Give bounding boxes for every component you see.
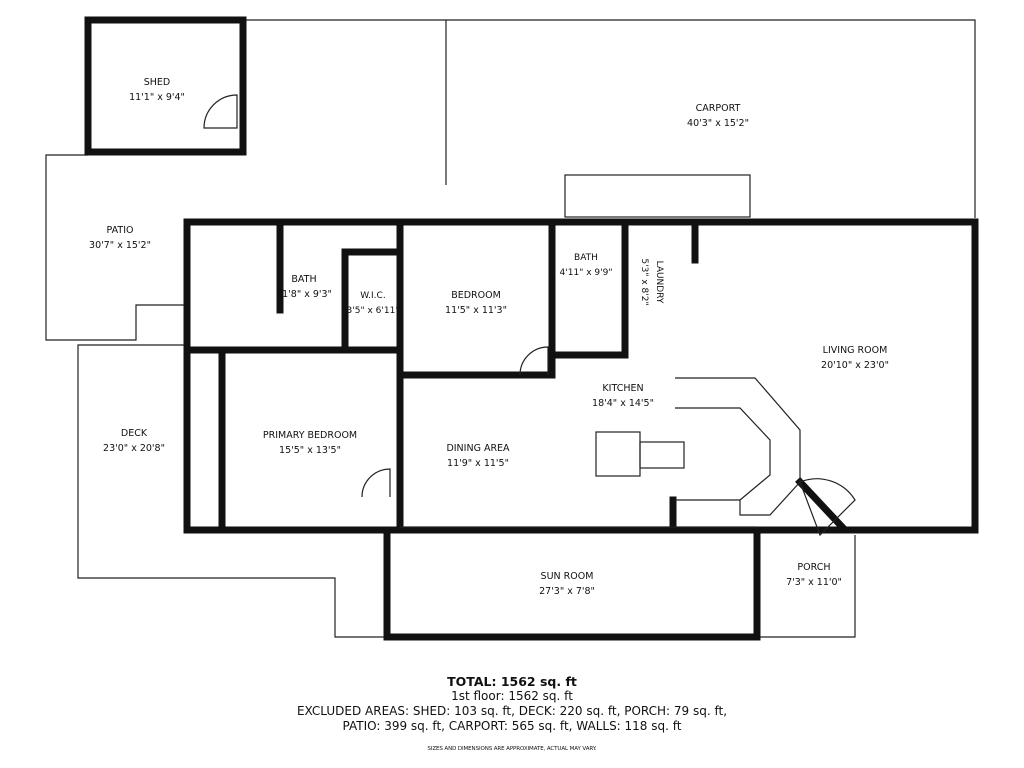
outdoor-outlines [45,19,976,638]
excluded-areas-2: PATIO: 399 sq. ft, CARPORT: 565 sq. ft, … [342,719,682,733]
room-label-wic: W.I.C.3'5" x 6'11" [346,291,400,316]
house-walls [183,218,979,641]
disclaimer: SIZES AND DIMENSIONS ARE APPROXIMATE, AC… [427,746,597,752]
total-area: TOTAL: 1562 sq. ft [447,674,577,689]
area-summary: TOTAL: 1562 sq. ft 1st floor: 1562 sq. f… [0,674,1024,757]
floor-area: 1st floor: 1562 sq. ft [451,689,573,703]
excluded-areas-1: EXCLUDED AREAS: SHED: 103 sq. ft, DECK: … [296,704,728,718]
shed-walls [84,16,247,156]
kitchen-fixtures [361,346,856,537]
